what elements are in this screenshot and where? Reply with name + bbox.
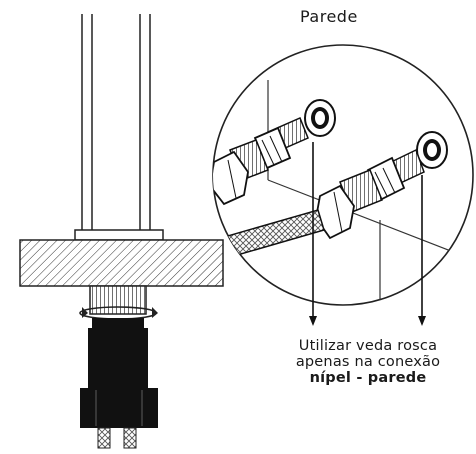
pointer-arrows <box>312 142 423 318</box>
arrow-head-icon <box>309 316 317 326</box>
lower-wall-socket <box>416 131 448 169</box>
arrow-head-left <box>82 307 88 318</box>
note-line-3: nípel - parede <box>309 370 427 386</box>
hose-right <box>123 427 137 449</box>
installation-note: Utilizar veda rosca apenas na conexão ní… <box>268 338 468 386</box>
note-line-2: apenas na conexão <box>295 354 441 370</box>
valve-body <box>88 328 148 388</box>
countertop-slab <box>19 239 224 287</box>
left-hex-nut <box>213 150 249 206</box>
threaded-shank <box>89 285 147 315</box>
lock-nut <box>92 318 144 328</box>
upper-wall-socket <box>304 99 336 137</box>
note-line-1: Utilizar veda rosca <box>298 338 438 354</box>
hose-left <box>97 427 111 449</box>
arrow-head-icon <box>418 316 426 326</box>
arrow-head-right <box>152 307 158 318</box>
flange <box>74 229 164 241</box>
vertical-tubes <box>81 14 151 233</box>
valve-base <box>80 388 158 428</box>
wall-label: Parede <box>300 7 358 26</box>
